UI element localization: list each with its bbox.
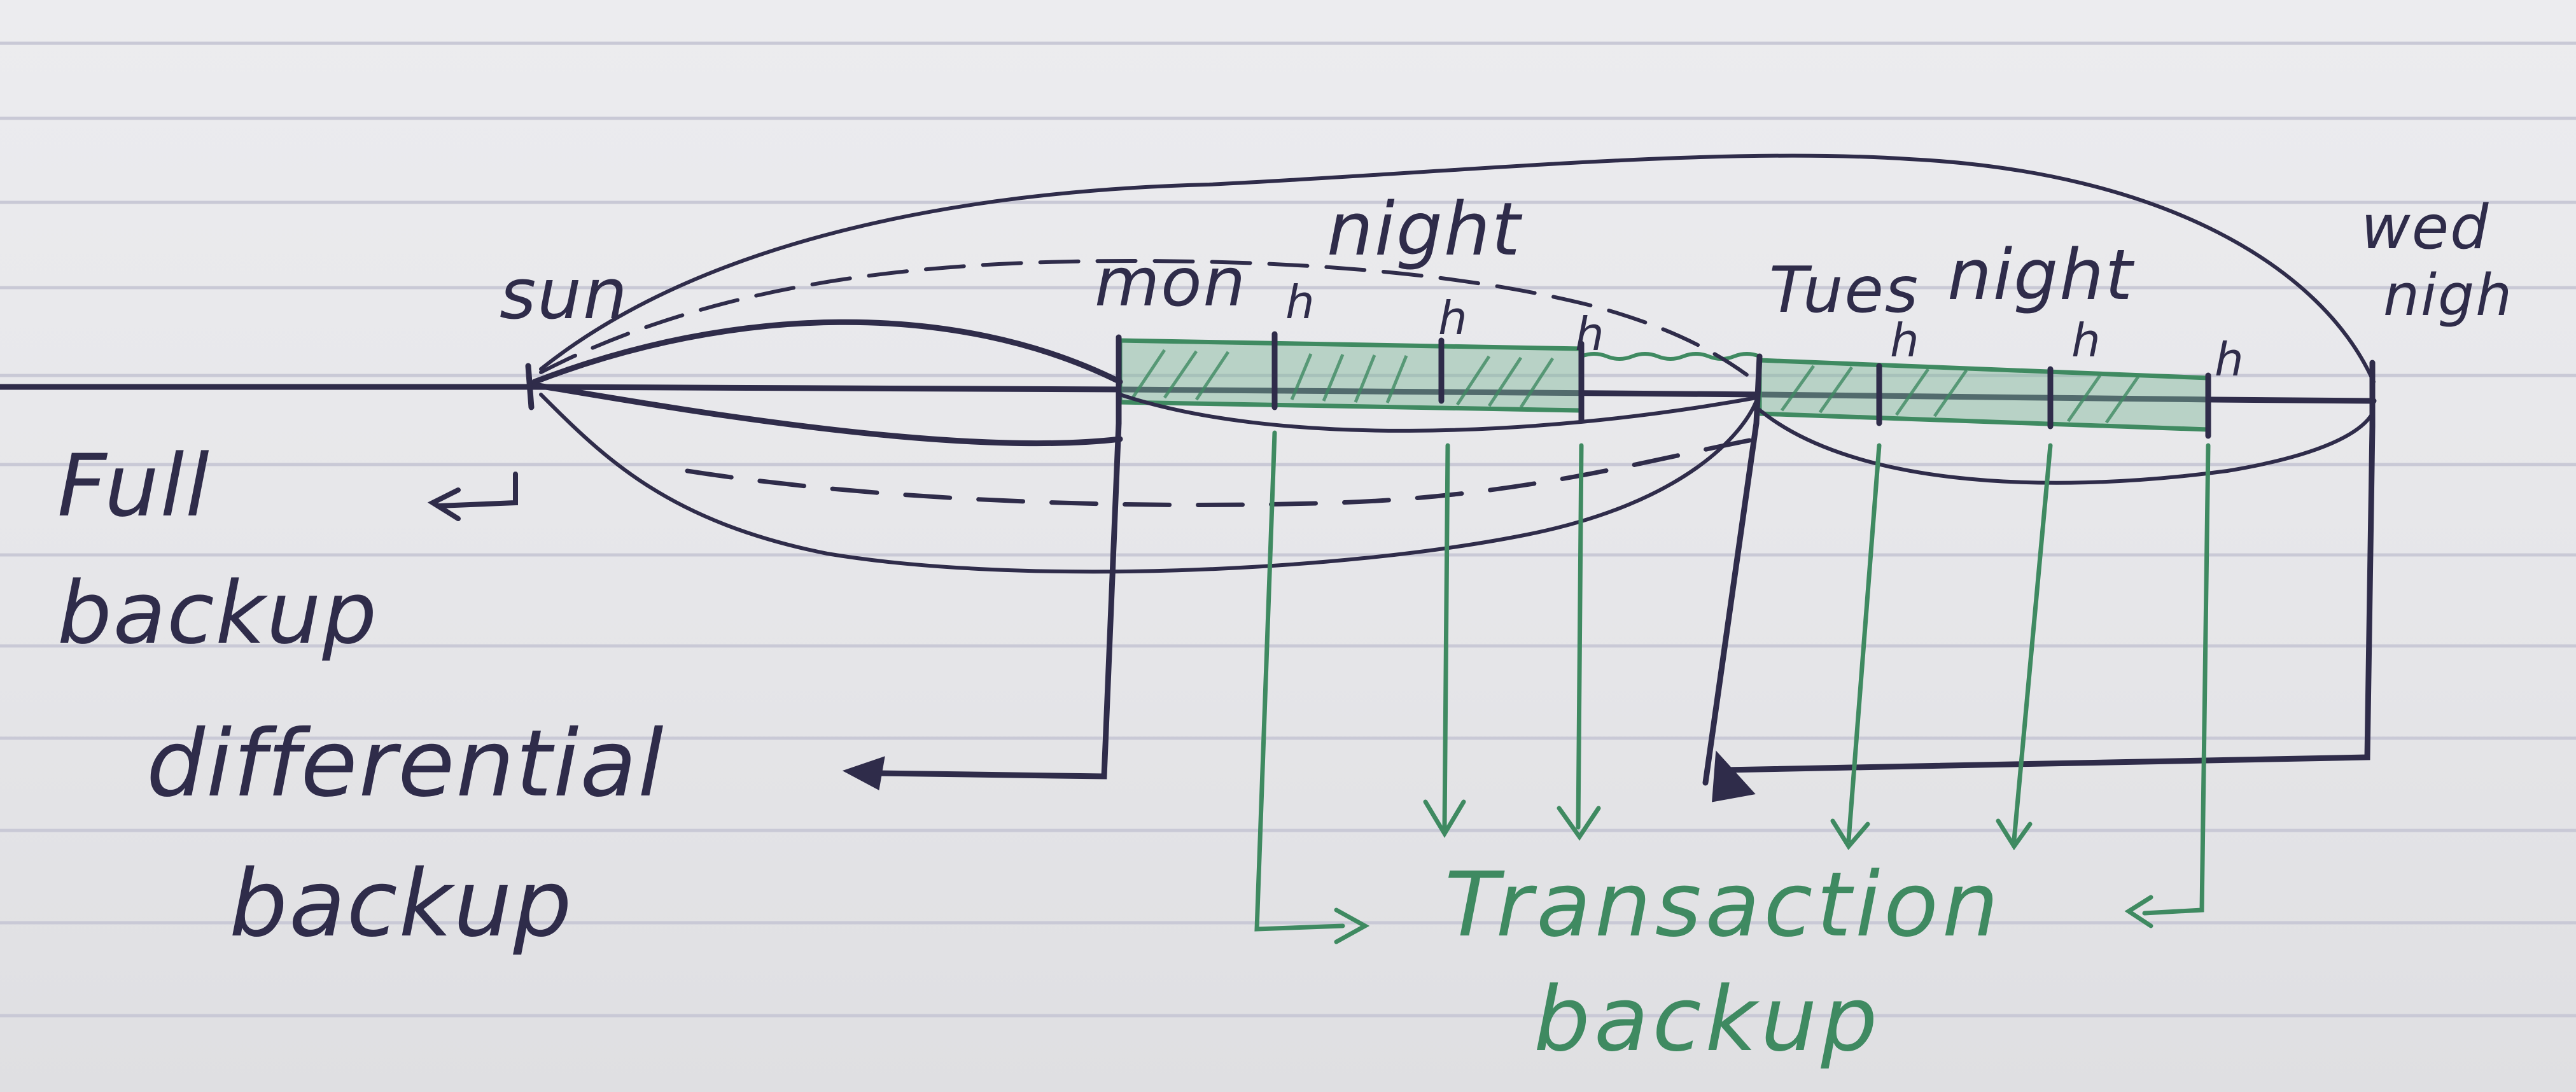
diff-arrow-head xyxy=(1712,750,1756,802)
arc-sun-to-mon-upper xyxy=(531,319,1123,385)
txn-arrow-h4 xyxy=(1830,818,1870,850)
transaction-log-shading xyxy=(1117,338,2211,432)
label-tues: Tues xyxy=(1769,253,1919,327)
arc-sun-to-tues-lower xyxy=(539,393,1758,574)
label-mon: mon xyxy=(1095,244,1247,321)
txn-arrow-h5 xyxy=(1996,818,2033,851)
label-sun: sun xyxy=(500,253,629,335)
label-tues-night: night xyxy=(1947,234,2135,316)
arc-mon-to-tues-dashed xyxy=(685,437,1759,507)
hour-mark-6: h xyxy=(2215,333,2245,386)
arc-sun-to-wed-top xyxy=(539,153,2376,384)
txn-line-h4 xyxy=(1846,443,1882,843)
diff-line-tues xyxy=(1702,420,1760,786)
label-transaction: Transaction xyxy=(1445,853,2003,957)
full-backup-hook xyxy=(427,472,518,521)
label-full-backup: backup xyxy=(57,563,378,663)
log-wavy-connector xyxy=(1580,352,1761,361)
txn-arrow-h6 xyxy=(2124,895,2153,928)
diff-arrow-left xyxy=(842,756,885,790)
hour-mark-3: h xyxy=(1575,307,1606,361)
txn-line-h5 xyxy=(2012,443,2053,843)
hour-mark-4: h xyxy=(1890,314,1921,367)
txn-line-h2 xyxy=(1442,443,1450,830)
label-wed: wed xyxy=(2361,193,2489,263)
label-differential: differential xyxy=(146,710,665,818)
txn-line-h3 xyxy=(1576,443,1584,830)
arc-tues-to-wed-lower xyxy=(1754,405,2374,485)
txn-arrow-h3 xyxy=(1557,806,1601,841)
label-transaction-backup: backup xyxy=(1534,968,1881,1072)
log-band-tuesday xyxy=(1757,358,2211,432)
ruled-lines xyxy=(0,41,2576,1018)
arc-mon-to-tues-inner xyxy=(1118,393,1758,433)
txn-line-h6 xyxy=(2142,443,2211,916)
txn-arrow-h2 xyxy=(1423,799,1466,838)
txn-arrow-h1 xyxy=(1334,907,1370,944)
tick-sun xyxy=(525,363,535,410)
full-backup-arcs xyxy=(531,153,2376,574)
log-band-monday xyxy=(1117,338,1584,413)
label-mon-night: night xyxy=(1327,187,1523,272)
differential-routing xyxy=(842,420,2376,802)
arc-sun-to-tues-upper-wavy xyxy=(539,258,1758,384)
label-differential-backup: backup xyxy=(229,850,573,958)
hour-mark-2: h xyxy=(1438,291,1469,345)
label-full: Full xyxy=(57,436,211,536)
arc-sun-to-mon-lower xyxy=(531,382,1123,447)
tick-tues xyxy=(1753,353,1763,426)
hour-mark-1: h xyxy=(1285,276,1316,329)
hourly-marks: h h h h h h xyxy=(1285,276,2245,386)
label-wed-night: nigh xyxy=(2383,262,2513,329)
txn-line-h1 xyxy=(1254,430,1345,932)
hour-mark-5: h xyxy=(2071,314,2102,367)
diff-line-mon xyxy=(875,420,1122,780)
diff-line-wed xyxy=(1721,423,2376,773)
transaction-routing xyxy=(1254,430,2211,944)
